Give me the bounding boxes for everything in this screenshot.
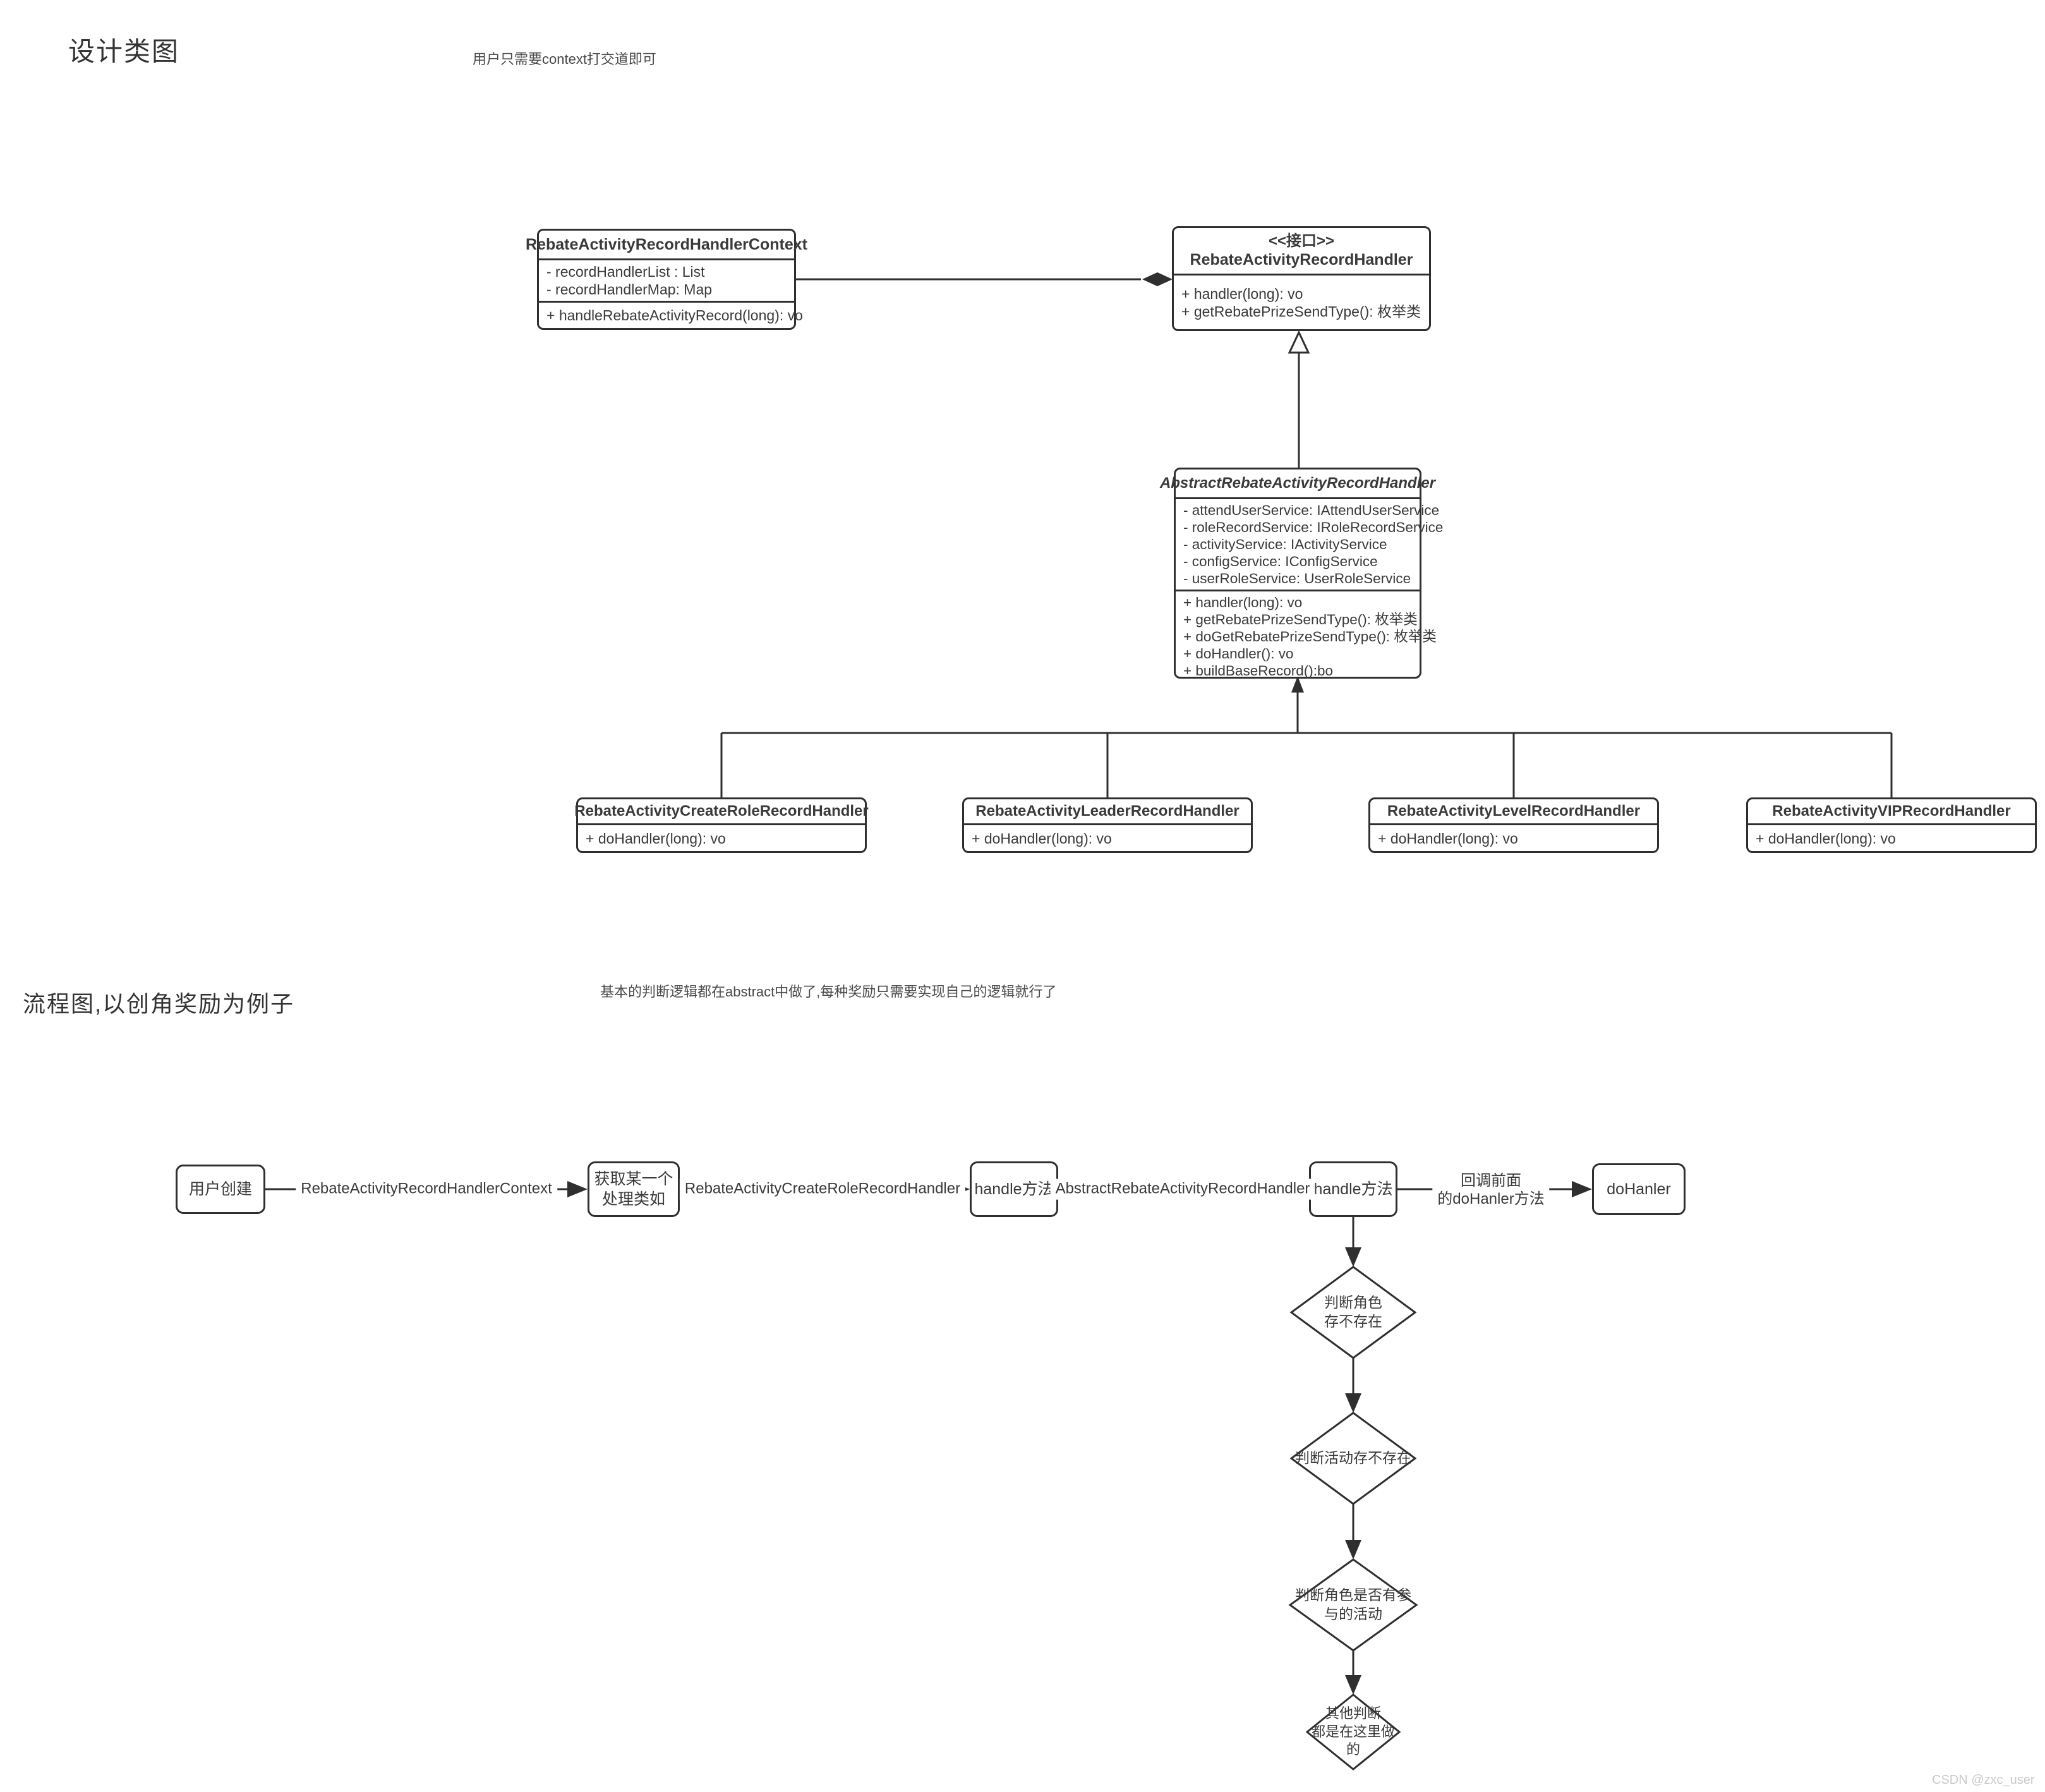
uml-subclass-create-role-methods: + doHandler(long): vo [578,825,865,851]
member-line: - configService: IConfigService [1183,554,1378,569]
uml-abstract-methods: + handler(long): vo + getRebatePrizeSendT… [1176,591,1437,682]
member-line: - attendUserService: IAttendUserService [1183,502,1440,518]
member-line: + doHandler(long): vo [972,830,1112,847]
uml-class-context-name: RebateActivityRecordHandlerContext [526,231,807,260]
decision-label-activity-exists: 判断活动存不存在 [1295,1450,1411,1467]
flow-node-handle-method-2: handle方法 [1309,1161,1397,1217]
uml-subclass-leader-methods: + doHandler(long): vo [964,825,1251,851]
uml-subclass-vip-name: RebateActivityVIPRecordHandler [1748,799,2035,825]
flow-node-get-handler: 获取某一个 处理类如 [588,1161,680,1217]
member-line: - recordHandlerMap: Map [546,281,713,298]
inheritance-triangle-icon [1288,330,1310,354]
member-line: + handleRebateActivityRecord(long): vo [546,307,803,324]
uml-subclass-vip-methods: + doHandler(long): vo [1748,825,2035,851]
member-line: + handler(long): vo [1181,285,1303,302]
uml-interface-stereotype: <<接口>> [1268,232,1335,250]
decision-diamond-role-in-activity [1288,1558,1418,1652]
uml-subclass-level-methods: + doHandler(long): vo [1370,825,1657,851]
flow-arrow-down-4-icon [1345,1675,1361,1695]
uml-abstract-name: AbstractRebateActivityRecordHandler [1160,469,1435,499]
uml-interface-head: <<接口>> RebateActivityRecordHandler [1174,228,1429,275]
edge-label-callback: 回调前面 的doHanler方法 [1432,1171,1550,1210]
member-line: - activityService: IActivityService [1183,536,1387,552]
flow-arrow-1-icon [567,1181,588,1197]
decision-label-other-checks: 其他判断 都是在这里做 的 [1311,1705,1396,1758]
uml-interface-name: RebateActivityRecordHandler [1190,251,1413,269]
uml-interface-record-handler: <<接口>> RebateActivityRecordHandler + han… [1172,226,1431,331]
uml-subclass-leader: RebateActivityLeaderRecordHandler + doHa… [962,797,1253,853]
flow-arrow-down-3-icon [1345,1540,1361,1559]
class-diagram-note: 用户只需要context打交道即可 [473,51,656,67]
uml-subclass-create-role-name: RebateActivityCreateRoleRecordHandler [574,799,869,825]
flowchart-title: 流程图,以创角奖励为例子 [23,991,295,1017]
member-line: + doGetRebatePrizeSendType(): 枚举类 [1183,629,1437,645]
uml-subclass-leader-name: RebateActivityLeaderRecordHandler [964,799,1251,825]
member-line: + buildBaseRecord():bo [1183,663,1334,679]
member-line: - roleRecordService: IRoleRecordService [1183,519,1444,535]
member-line: + doHandler(): vo [1183,646,1294,662]
uml-class-context-attributes: - recordHandlerList : List- recordHandle… [539,260,794,303]
class-diagram-title: 设计类图 [68,37,180,66]
uml-subclass-vip: RebateActivityVIPRecordHandler + doHandl… [1746,797,2037,853]
flow-arrow-down-1-icon [1345,1247,1361,1267]
uml-class-context: RebateActivityRecordHandlerContext - rec… [526,229,807,330]
composition-diamond-icon [1142,272,1173,286]
decision-diamond-role-exists [1289,1266,1417,1359]
watermark: CSDN @zxc_user [1932,1773,2035,1787]
uml-class-context-methods: + handleRebateActivityRecord(long): vo [539,303,803,328]
decision-label-role-exists: 判断角色 存不存在 [1324,1294,1382,1329]
decision-diamond-activity-exists [1289,1412,1417,1505]
member-line: + getRebatePrizeSendType(): 枚举类 [1181,303,1421,320]
uml-subclass-create-role: RebateActivityCreateRoleRecordHandler + … [574,797,869,853]
flowchart-note: 基本的判断逻辑都在abstract中做了,每种奖励只需要实现自己的逻辑就行了 [600,984,1057,1000]
member-line: + handler(long): vo [1183,595,1303,610]
edge-label-create-role-handler: RebateActivityCreateRoleRecordHandler [679,1178,966,1200]
uml-abstract-attributes: - attendUserService: IAttendUserService-… [1176,499,1444,591]
member-line: + doHandler(long): vo [586,830,726,847]
flow-node-do-handler: doHanler [1592,1163,1686,1215]
member-line: - userRoleService: UserRoleService [1183,571,1411,586]
uml-subclass-level: RebateActivityLevelRecordHandler + doHan… [1368,797,1659,853]
tree-arrow-up-icon [1291,676,1304,693]
member-line: + doHandler(long): vo [1378,830,1518,847]
decision-label-role-in-activity: 判断角色是否有参 与的活动 [1295,1587,1411,1622]
flow-arrow-down-2-icon [1345,1393,1361,1413]
member-line: - recordHandlerList : List [546,263,705,280]
uml-abstract-class: AbstractRebateActivityRecordHandler - at… [1160,468,1444,682]
member-line: + doHandler(long): vo [1756,830,1896,847]
flow-node-handle-method-1: handle方法 [970,1161,1058,1217]
uml-interface-methods: + handler(long): vo+ getRebatePrizeSendT… [1174,275,1429,329]
decision-diamond-other-checks [1305,1693,1401,1771]
edge-label-abstract-handler: AbstractRebateActivityRecordHandler [1050,1178,1315,1200]
member-line: + getRebatePrizeSendType(): 枚举类 [1183,612,1418,627]
edge-label-context: RebateActivityRecordHandlerContext [296,1178,557,1200]
uml-subclass-level-name: RebateActivityLevelRecordHandler [1370,799,1657,825]
flow-node-user-create: 用户创建 [176,1165,265,1214]
flow-arrow-4-icon [1572,1181,1592,1197]
